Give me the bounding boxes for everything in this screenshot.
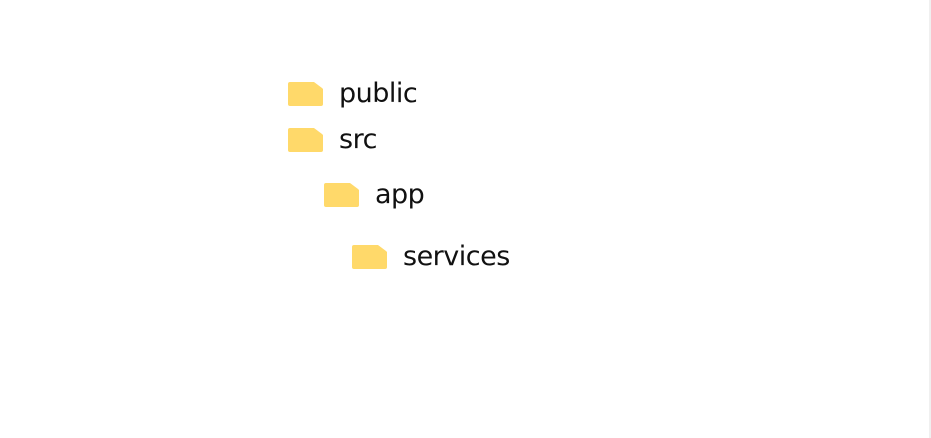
- tree-item-label: app: [375, 179, 425, 210]
- folder-icon: [288, 82, 325, 106]
- folder-icon: [352, 245, 389, 269]
- tree-item-src[interactable]: src: [288, 122, 377, 158]
- folder-icon: [288, 128, 325, 152]
- tree-item-label: src: [339, 124, 377, 155]
- tree-item-app[interactable]: app: [324, 177, 425, 213]
- folder-icon: [324, 183, 361, 207]
- tree-item-services[interactable]: services: [352, 239, 510, 275]
- tree-item-public[interactable]: public: [288, 76, 418, 112]
- window-edge: [929, 0, 931, 438]
- tree-item-label: public: [339, 78, 418, 109]
- tree-item-label: services: [403, 241, 510, 272]
